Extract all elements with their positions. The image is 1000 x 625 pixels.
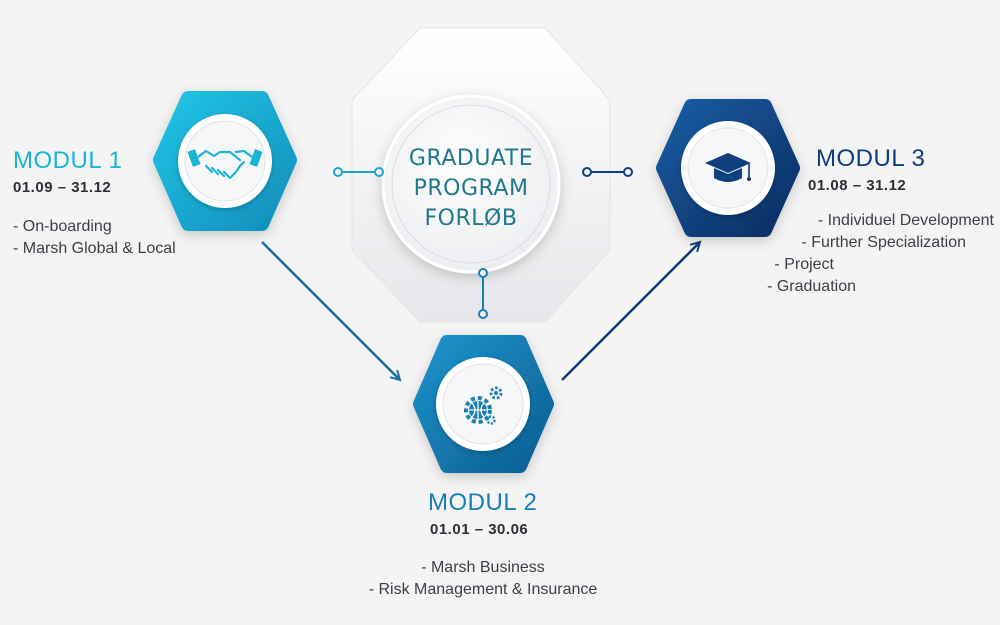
center-circle <box>381 94 561 274</box>
handshake-icon <box>187 149 263 180</box>
connector-right <box>582 167 633 177</box>
modul2-items: - Marsh Business - Risk Management & Ins… <box>283 557 683 601</box>
arrow-modul2-to-modul3 <box>561 242 700 381</box>
modul1-node <box>153 91 297 231</box>
connector-left <box>333 167 384 177</box>
modul1-dates: 01.09 – 31.12 <box>13 179 112 196</box>
modul3-items: - Individuel Development - Further Speci… <box>759 210 994 298</box>
modul1-items: - On-boarding - Marsh Global & Local <box>13 216 176 260</box>
graduation-cap-icon <box>705 153 751 182</box>
center-line-3: FORLØB <box>424 206 518 231</box>
arrow-modul1-to-modul2 <box>261 241 400 380</box>
center-line-2: PROGRAM <box>413 176 529 201</box>
modul2-node <box>413 335 554 473</box>
modul3-item: - Individuel Development <box>817 212 994 229</box>
modul3-title: MODUL 3 <box>816 145 926 172</box>
modul2-item: - Marsh Business <box>421 559 545 576</box>
modul2-dates: 01.01 – 30.06 <box>430 521 529 538</box>
center-label: GRADUATE PROGRAM FORLØB <box>396 126 546 252</box>
modul1-title: MODUL 1 <box>13 147 123 174</box>
modul3-dates: 01.08 – 31.12 <box>808 177 907 194</box>
modul3-item: - Project <box>774 256 834 273</box>
modul3-item: - Further Specialization <box>801 234 966 251</box>
connector-bottom <box>478 268 488 319</box>
modul3-node <box>656 99 800 237</box>
modul2-item: - Risk Management & Insurance <box>368 581 598 598</box>
modul2-title: MODUL 2 <box>428 489 538 516</box>
modul1-item: - On-boarding <box>13 218 112 235</box>
modul3-item: - Graduation <box>767 278 856 295</box>
center-line-1: GRADUATE <box>408 146 534 171</box>
modul1-item: - Marsh Global & Local <box>13 240 176 257</box>
gear-globe-icon <box>464 386 503 425</box>
